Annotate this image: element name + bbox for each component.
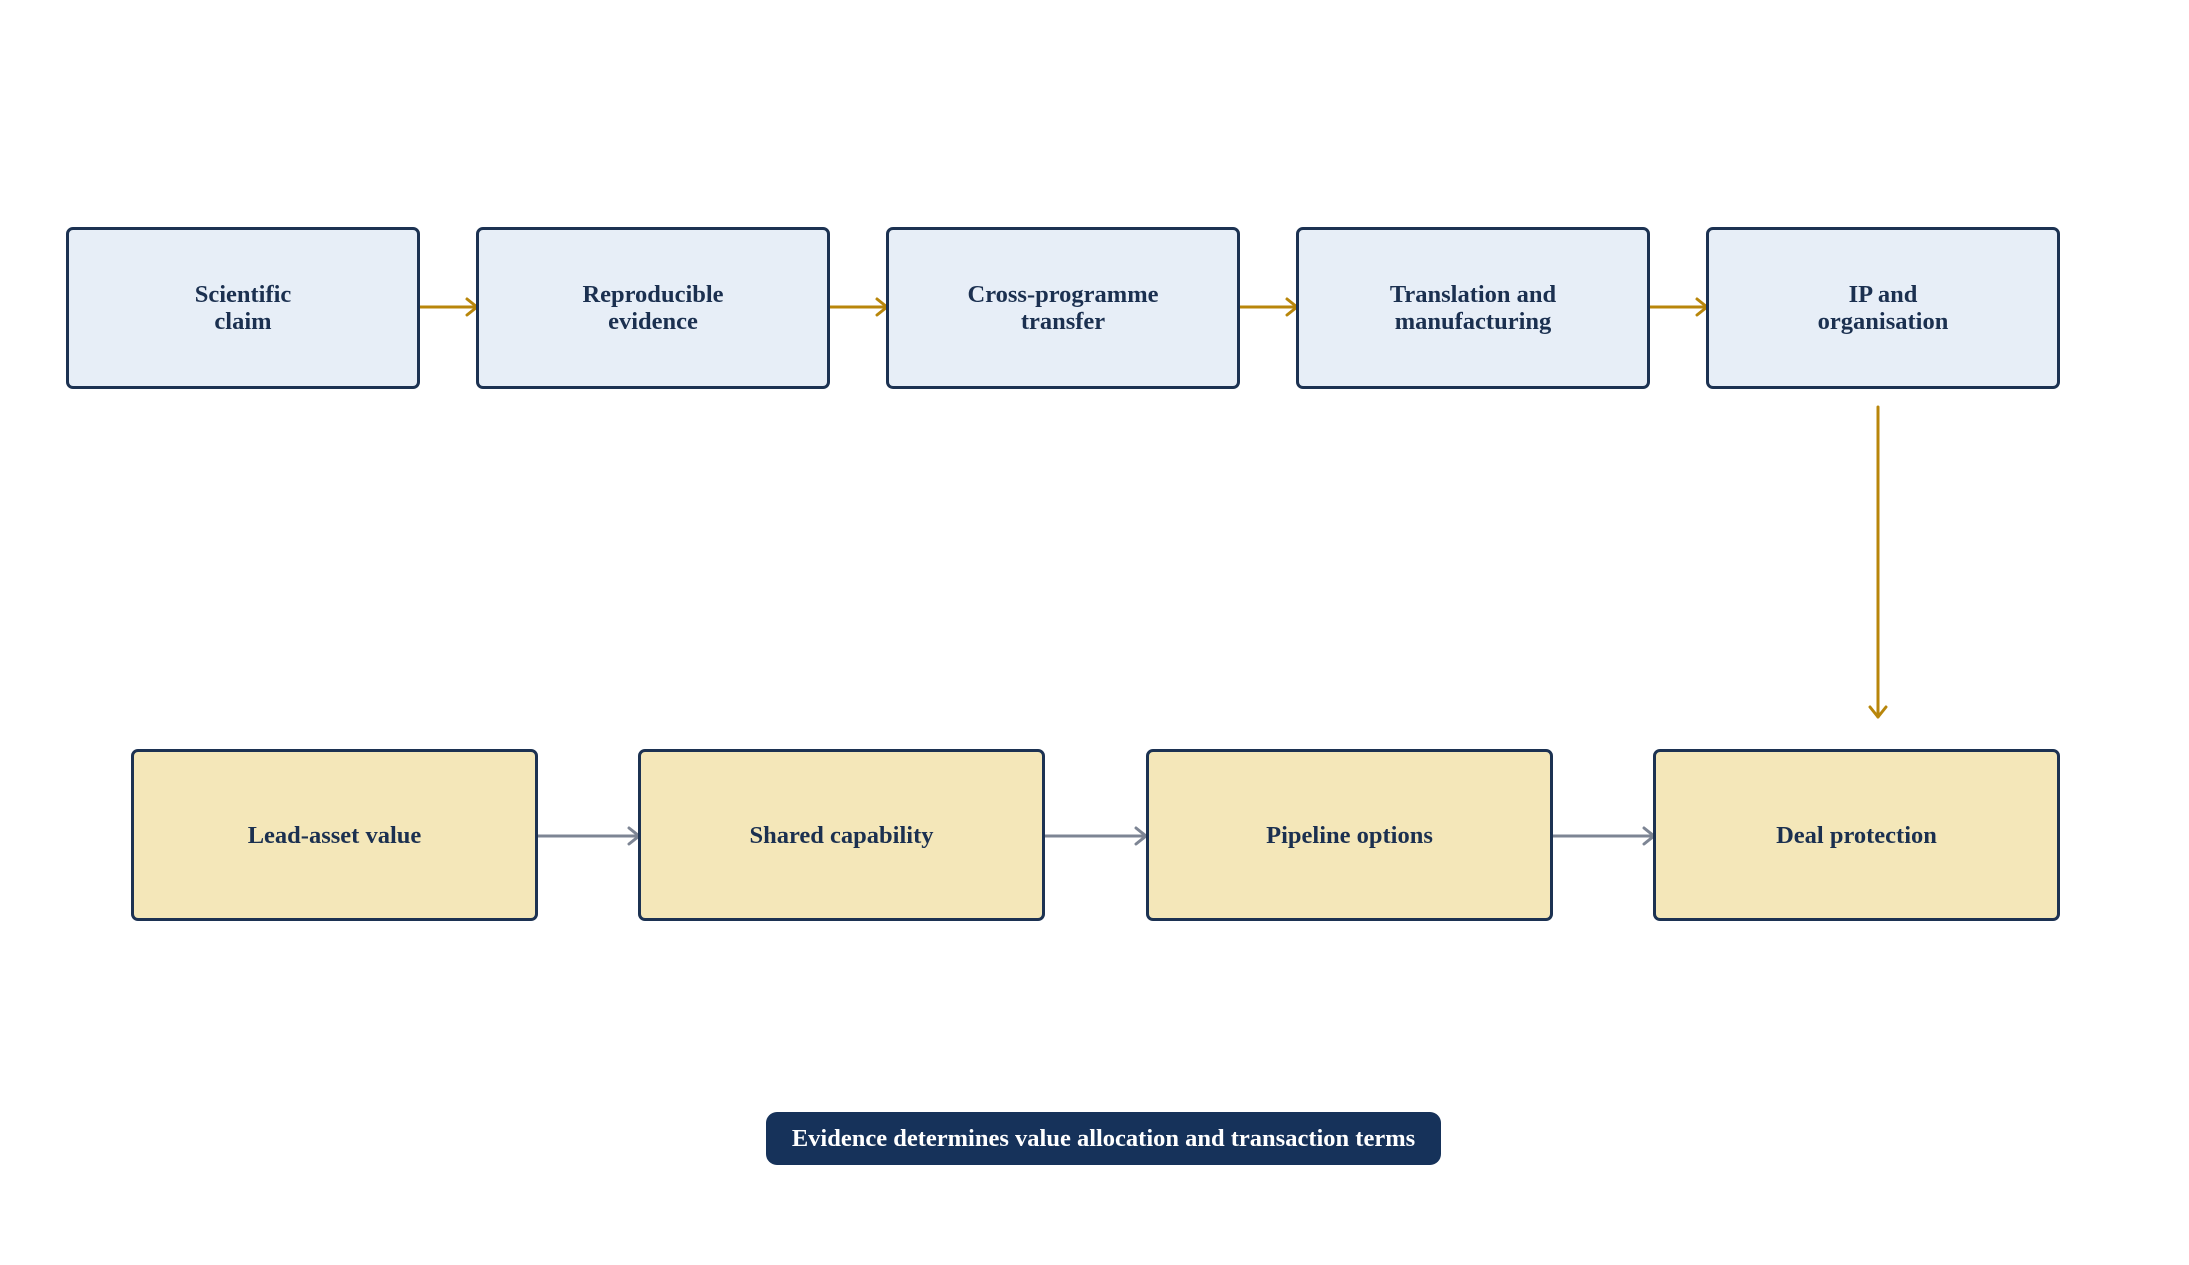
node-label: Shared capability [749,821,934,849]
summary-banner: Evidence determines value allocation and… [766,1112,1441,1165]
arrow-shared-to-pipeline [1041,826,1148,846]
node-ip-organisation: IP and organisation [1706,227,2060,389]
arrow-ip-down-to-deal [1868,405,1888,719]
node-deal-protection: Deal protection [1653,749,2060,921]
node-label: IP and organisation [1817,281,1949,335]
node-label: Scientific claim [194,281,292,335]
summary-banner-text: Evidence determines value allocation and… [791,1124,1416,1152]
node-translation-manufacturing: Translation and manufacturing [1296,227,1650,389]
node-label: Cross-programme transfer [967,281,1159,335]
node-label: Lead-asset value [247,821,422,849]
node-label: Reproducible evidence [582,281,724,335]
arrow-claim-to-evidence [416,297,479,317]
node-shared-capability: Shared capability [638,749,1045,921]
arrow-transfer-to-translation [1236,297,1299,317]
arrow-pipeline-to-deal [1549,826,1656,846]
node-label: Deal protection [1776,821,1937,849]
node-lead-asset-value: Lead-asset value [131,749,538,921]
node-reproducible-evidence: Reproducible evidence [476,227,830,389]
node-label: Translation and manufacturing [1389,281,1557,335]
arrow-translation-to-ip [1646,297,1709,317]
arrow-evidence-to-transfer [826,297,889,317]
arrow-lead-to-shared [534,826,641,846]
node-cross-programme-transfer: Cross-programme transfer [886,227,1240,389]
node-label: Pipeline options [1266,821,1433,849]
node-pipeline-options: Pipeline options [1146,749,1553,921]
node-scientific-claim: Scientific claim [66,227,420,389]
